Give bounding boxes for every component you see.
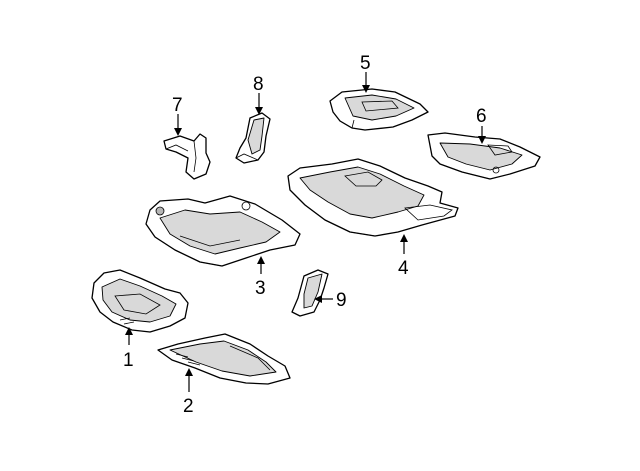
- leader-4: [400, 234, 408, 254]
- part-6-shield: [427, 132, 541, 180]
- leader-6: [478, 126, 486, 144]
- part-3-panel: [145, 195, 301, 267]
- callout-7: 7: [172, 95, 183, 116]
- callout-2: 2: [183, 396, 194, 417]
- leader-3: [257, 256, 265, 274]
- callout-9: 9: [336, 290, 347, 311]
- leader-9: [314, 295, 333, 303]
- callout-3: 3: [255, 278, 266, 299]
- callout-1: 1: [123, 350, 134, 371]
- leader-5: [362, 72, 370, 93]
- part-5-shield: [329, 88, 429, 131]
- part-8-bracket: [235, 112, 271, 164]
- leader-1: [125, 327, 133, 345]
- callout-8: 8: [253, 74, 264, 95]
- leader-2: [185, 368, 193, 392]
- part-4-panel: [287, 158, 459, 237]
- leader-7: [174, 114, 182, 136]
- leader-8: [255, 93, 263, 115]
- part-7-bracket: [163, 133, 211, 180]
- callout-4: 4: [398, 258, 409, 279]
- callout-6: 6: [476, 106, 487, 127]
- part-2-shield: [157, 333, 291, 385]
- callout-5: 5: [360, 53, 371, 74]
- part-9-bracket: [291, 269, 329, 317]
- part-1-shield: [91, 269, 189, 333]
